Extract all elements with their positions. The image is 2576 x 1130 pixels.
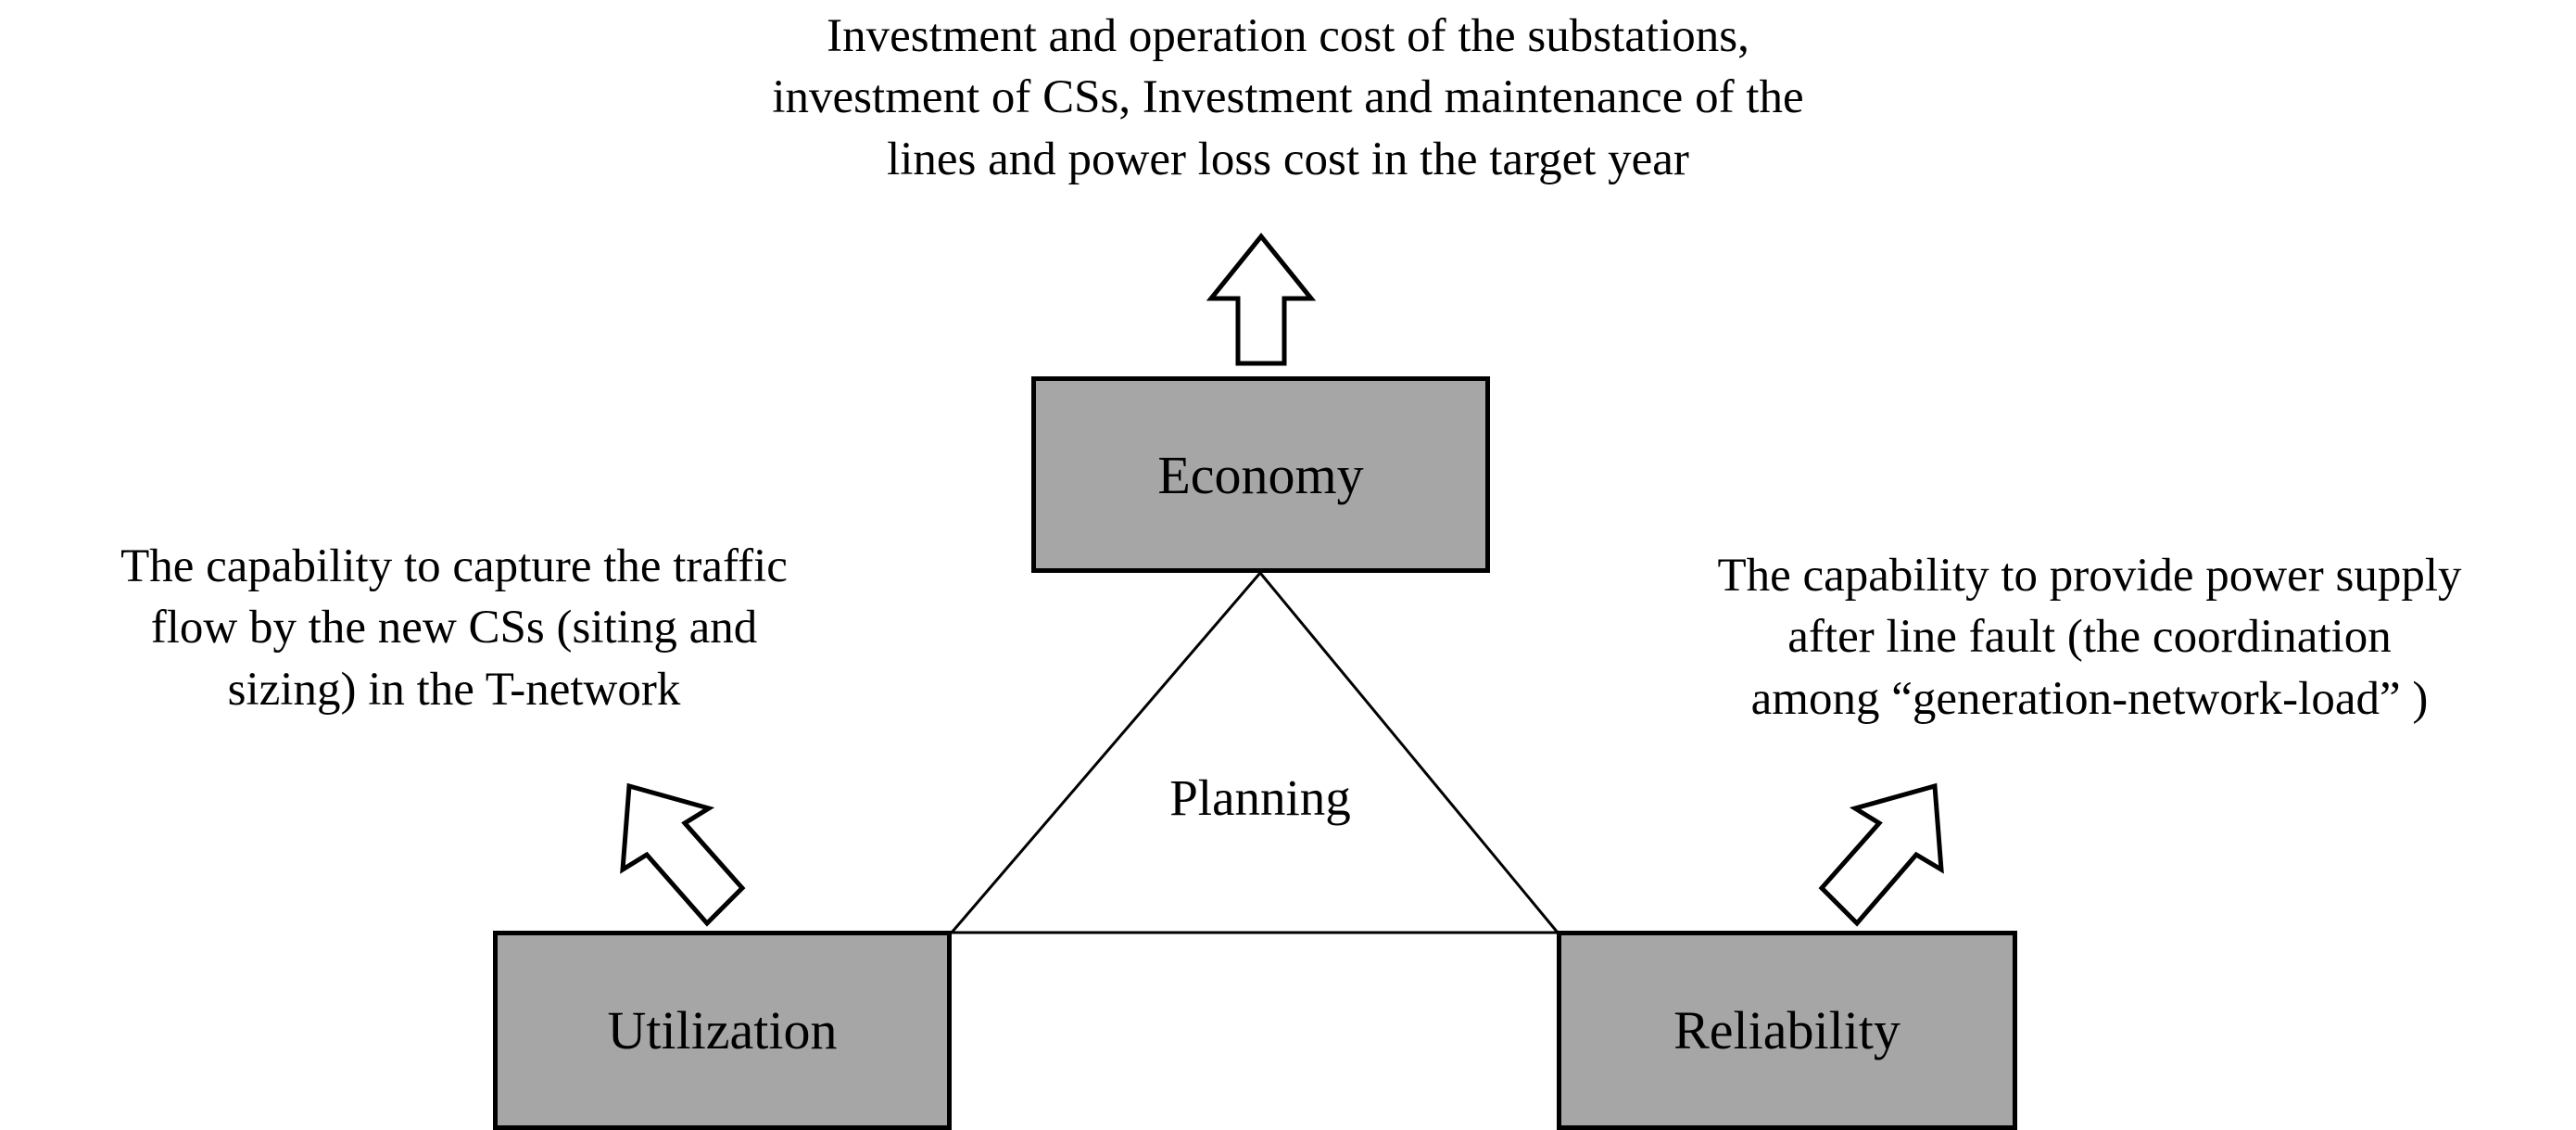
economy-up-arrow bbox=[1206, 233, 1317, 366]
node-economy[interactable]: Economy bbox=[1031, 376, 1490, 573]
title-caption: Investment and operation cost of the sub… bbox=[772, 10, 1804, 185]
node-economy-label: Economy bbox=[1157, 444, 1364, 505]
right-caption: The capability to provide power supply a… bbox=[1717, 550, 2462, 725]
node-reliability-label: Reliability bbox=[1673, 1000, 1900, 1060]
reliability-arrow bbox=[1818, 782, 1944, 927]
node-utilization[interactable]: Utilization bbox=[493, 931, 952, 1130]
node-reliability[interactable]: Reliability bbox=[1557, 931, 2017, 1130]
left-caption: The capability to capture the traffic fl… bbox=[120, 540, 788, 716]
triangle-connector bbox=[950, 572, 1559, 934]
utilization-arrow bbox=[620, 782, 746, 927]
node-utilization-label: Utilization bbox=[607, 1000, 838, 1060]
center-label-planning: Planning bbox=[1169, 769, 1351, 826]
